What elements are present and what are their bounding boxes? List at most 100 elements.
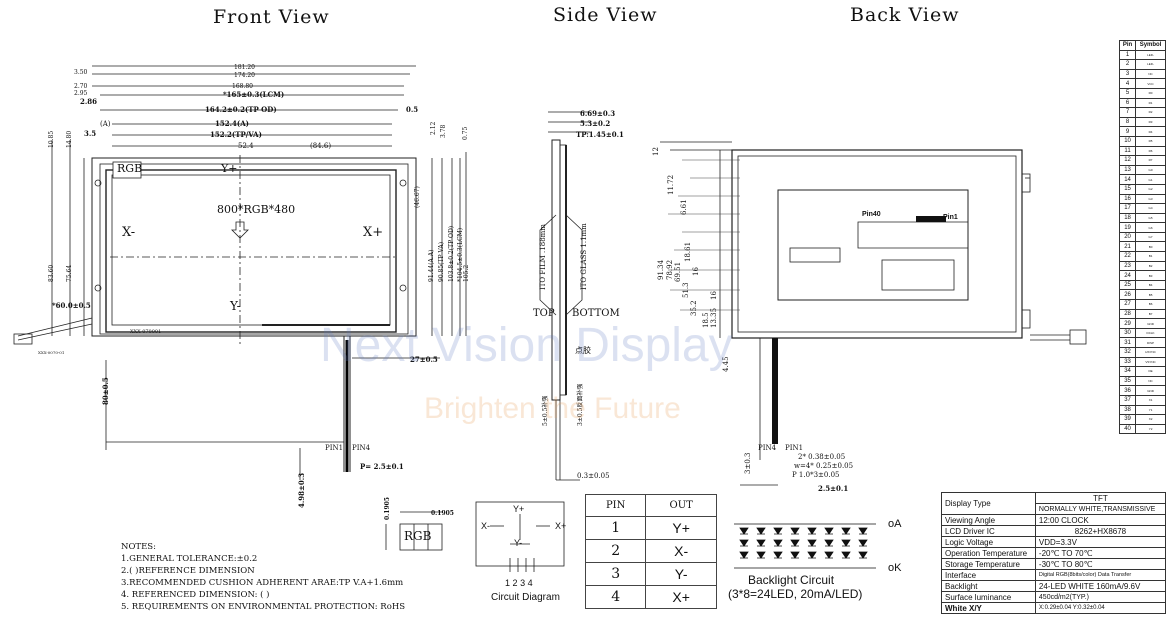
- pin-symbol: B5: [1135, 289, 1166, 301]
- side-bottom: BOTTOM: [572, 308, 620, 319]
- spec-label: Backlight: [941, 580, 1036, 592]
- side-dim-0: 6.69±0.3: [580, 109, 616, 118]
- spec-label: Logic Voltage: [941, 536, 1036, 548]
- pin-symbol: G3: [1135, 193, 1166, 205]
- pin-number: 12: [1118, 155, 1137, 166]
- spec-value: TFT: [1034, 492, 1166, 504]
- note-line-3: 3.RECOMMENDED CUSHION ADHERENT ARAE:TP V…: [121, 578, 404, 588]
- model-label: XXX-070001: [130, 329, 162, 335]
- pin-symbol: X1: [1135, 394, 1166, 406]
- pin-symbol: LED-: [1135, 59, 1166, 70]
- side-dim-2: TP:1.45±0.1: [576, 130, 624, 139]
- xplus-label: X+: [363, 225, 384, 240]
- back-dim-5: 51.3: [682, 282, 690, 298]
- spec-value: Digital RGB(8bits/color) Data Transfer: [1034, 569, 1166, 581]
- width-dim-2: 168.80: [232, 83, 253, 90]
- pin-symbol: HSYNC: [1135, 347, 1166, 358]
- pin-number: 26: [1118, 289, 1137, 301]
- pin-number: 2: [1118, 59, 1137, 70]
- back-fpc-note-1: w=4* 0.25±0.05: [794, 462, 854, 470]
- pin-number: 33: [1118, 356, 1137, 368]
- pin-number: 40: [1118, 423, 1137, 435]
- spec-label: White X/Y: [941, 602, 1036, 614]
- spec-value: VDD=3.3V: [1034, 536, 1166, 548]
- pin-symbol: VSYNC: [1135, 356, 1166, 368]
- right-small-0: 0.5: [406, 105, 419, 114]
- spec-label: Interface: [941, 569, 1036, 581]
- spec-value: X:0.29±0.04 Y:0.32±0.04: [1034, 602, 1166, 614]
- pin-out: Y+: [645, 516, 717, 540]
- side-dim-3: 0.3±0.05: [577, 472, 610, 480]
- table-row: 3 Y-: [584, 562, 717, 586]
- spec-label: LCD Driver IC: [941, 525, 1036, 537]
- width-dim-6: 152.2(TP/VA): [210, 130, 262, 139]
- pin-number: 31: [1118, 337, 1137, 348]
- left-dim-5: 3.5: [84, 129, 97, 138]
- pin-number: 11: [1118, 145, 1137, 157]
- front-pin4: PIN4: [352, 444, 371, 452]
- pin-number: 37: [1118, 394, 1137, 406]
- table-row: 1 Y+: [584, 516, 717, 540]
- pin-symbol: X2: [1135, 414, 1166, 425]
- led-diode: [790, 539, 800, 547]
- led-diode: [807, 539, 817, 547]
- led-diode: [807, 551, 817, 559]
- pin-symbol: R0: [1135, 87, 1166, 99]
- led-diode: [841, 539, 851, 547]
- pin-number: 18: [1118, 212, 1137, 224]
- pin-symbol: G0: [1135, 164, 1166, 176]
- back-len: 3±0.3: [744, 452, 752, 474]
- led-diode: [739, 527, 749, 535]
- spec-label: Viewing Angle: [941, 514, 1036, 526]
- spec-label: Storage Temperature: [941, 558, 1036, 570]
- right-vert-0: (46.67): [414, 186, 421, 208]
- spec-value: -20℃ TO 70℃: [1034, 547, 1166, 559]
- right-small-3: 0.75: [462, 126, 469, 140]
- touch-pin-table: PIN OUT 1 Y+ 2 X- 3 Y- 4 X+: [584, 494, 717, 609]
- pin-out: Y-: [645, 562, 717, 586]
- circuit-pin-2: 2: [512, 578, 518, 588]
- spec-value: 450cd/m2(TYP.): [1034, 591, 1166, 603]
- pin-symbol: Y1: [1135, 404, 1166, 416]
- circuit-pins: 1 2 3 4: [505, 577, 533, 589]
- note-line-4: 4. REFERENCED DIMENSION: ( ): [121, 590, 270, 600]
- pin-number: 17: [1118, 203, 1137, 214]
- pin-number: 24: [1118, 270, 1137, 281]
- pin-symbol: G5: [1135, 212, 1166, 224]
- led-diode: [858, 551, 868, 559]
- pin-number: 3: [1118, 68, 1137, 80]
- pin-number: 25: [1118, 279, 1137, 291]
- pin-symbol: GND: [1135, 385, 1166, 396]
- spec-table: Display Type TFT NORMALLY WHITE,TRANSMIS…: [941, 492, 1166, 614]
- pixel-dim-2: 0.1905: [384, 497, 391, 520]
- pin-symbol: G6: [1135, 222, 1166, 233]
- pin-number: 4: [1118, 78, 1137, 89]
- back-view-drawing: [660, 141, 1087, 486]
- left-vert-3: 75.64: [66, 264, 73, 282]
- notes-block: NOTES: 1.GENERAL TOLERANCE:±0.2 2.( )REF…: [121, 541, 405, 613]
- note-line-1: 1.GENERAL TOLERANCE:±0.2: [121, 554, 258, 564]
- symbol-col-header: Symbol: [1135, 40, 1166, 51]
- led-diode: [790, 527, 800, 535]
- pin-symbol: R7: [1135, 155, 1166, 166]
- spec-value: 8262+HX8678: [1034, 525, 1166, 537]
- pixel-rgb: RGB: [404, 529, 432, 543]
- circuit-caption: Circuit Diagram: [491, 592, 560, 603]
- spec-label: Display Type: [941, 492, 1036, 515]
